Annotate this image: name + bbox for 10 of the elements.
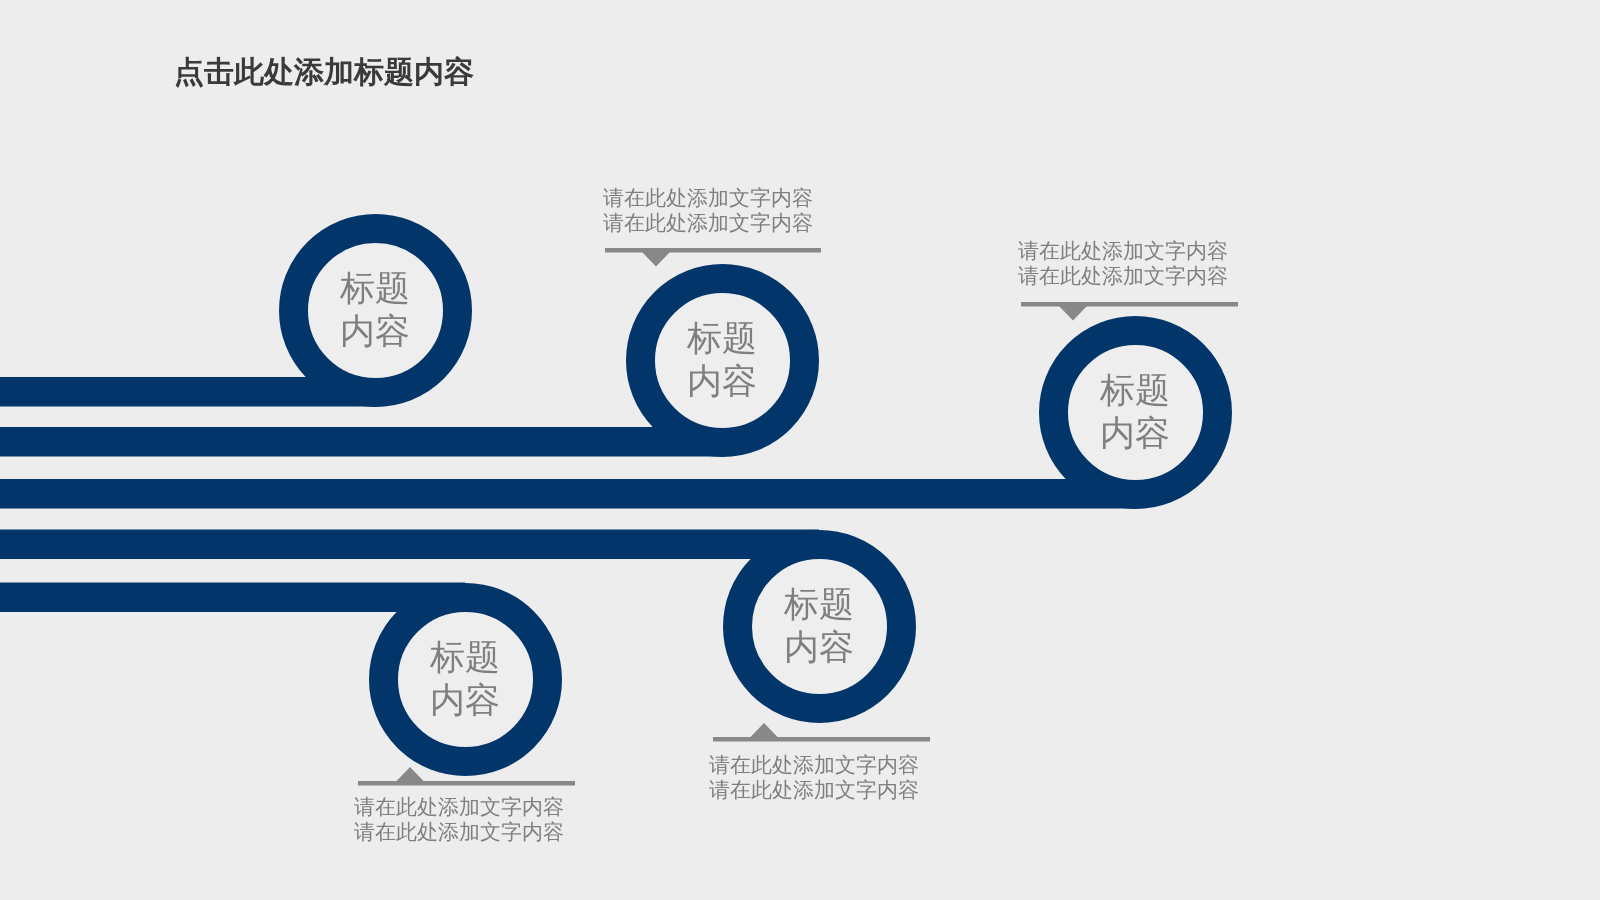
callout-text: 请在此处添加文字内容请在此处添加文字内容: [354, 795, 565, 845]
node-title: 标题内容: [339, 267, 411, 353]
callout-text: 请在此处添加文字内容请在此处添加文字内容: [603, 186, 814, 236]
callout-text: 请在此处添加文字内容请在此处添加文字内容: [709, 753, 920, 803]
node-title: 标题内容: [783, 583, 855, 669]
node-title: 标题内容: [686, 317, 758, 403]
slide-title: 点击此处添加标题内容: [174, 53, 474, 91]
node-title: 标题内容: [1099, 369, 1171, 455]
node-title: 标题内容: [429, 636, 501, 722]
callout-text: 请在此处添加文字内容请在此处添加文字内容: [1018, 239, 1229, 289]
